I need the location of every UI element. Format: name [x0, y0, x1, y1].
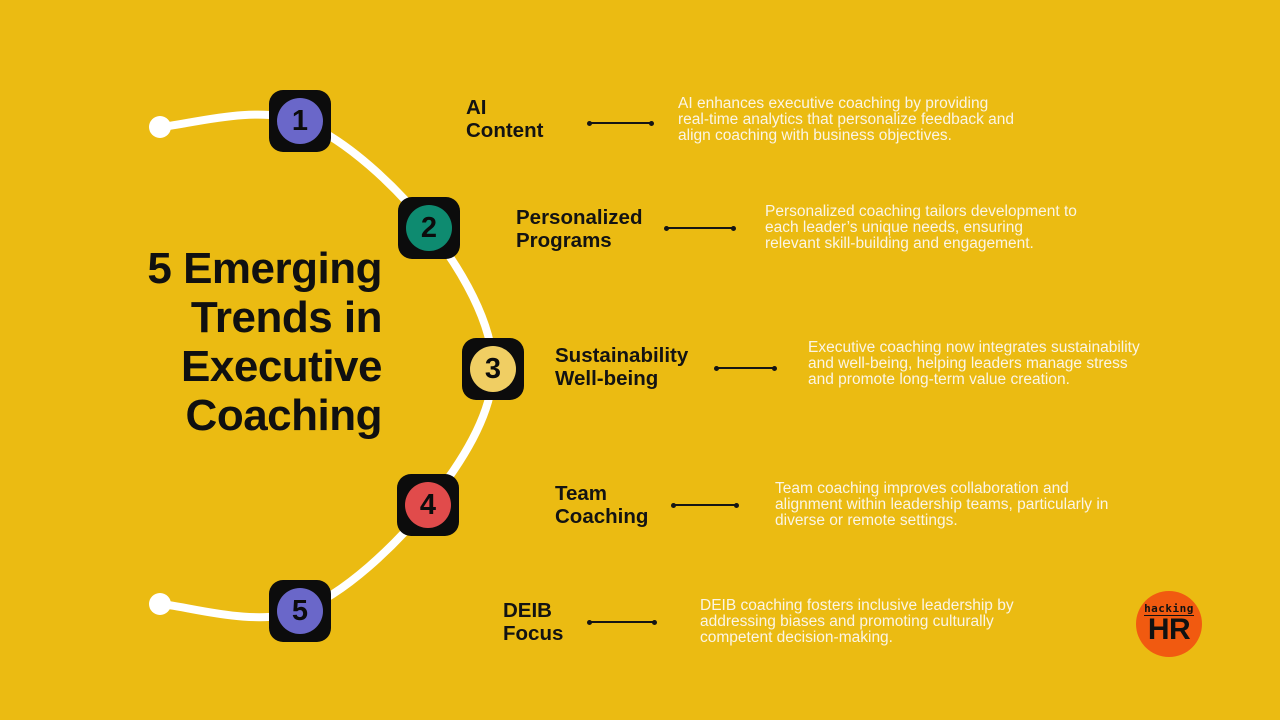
trend-1-title: AI Content [466, 96, 544, 142]
trend-1-description: AI enhances executive coaching by provid… [678, 95, 1015, 144]
trend-1-badge: 1 [269, 90, 331, 152]
trend-5-description: DEIB coaching fosters inclusive leadersh… [700, 597, 1014, 646]
trend-2-badge: 2 [398, 197, 460, 259]
trend-2-description: Personalized coaching tailors developmen… [765, 203, 1077, 252]
trend-5-badge: 5 [269, 580, 331, 642]
trend-3-badge: 3 [462, 338, 524, 400]
trend-5-badge-circle: 5 [277, 588, 323, 634]
trend-2-title: Personalized Programs [516, 206, 643, 252]
trend-2-connector-line [664, 225, 736, 231]
trend-1-badge-circle: 1 [277, 98, 323, 144]
trend-4-badge-circle: 4 [405, 482, 451, 528]
logo-text-hacking: hacking [1144, 602, 1194, 617]
trend-3-description: Executive coaching now integrates sustai… [808, 339, 1140, 388]
trend-2-number: 2 [420, 211, 438, 244]
trend-3-title: Sustainability Well-being [555, 344, 689, 390]
hacking-hr-logo: hacking HR [1136, 591, 1202, 657]
trend-4-badge: 4 [397, 474, 459, 536]
trend-2-badge-circle: 2 [406, 205, 452, 251]
trend-5-connector-line [587, 619, 657, 625]
arc-endpoint-dot-top [149, 116, 171, 138]
trend-4-connector-line [671, 502, 739, 508]
logo-text-hr: HR [1147, 613, 1191, 647]
trend-1-number: 1 [291, 104, 309, 137]
arc-endpoint-dot-bottom [149, 593, 171, 615]
main-title: 5 Emerging Trends in Executive Coaching [147, 244, 382, 440]
trend-1-connector-line [587, 120, 654, 126]
trend-5-title: DEIB Focus [503, 599, 564, 645]
trend-4-title: Team Coaching [555, 482, 649, 528]
trend-3-number: 3 [484, 352, 502, 385]
trend-5-number: 5 [291, 594, 309, 627]
trend-3-connector-line [714, 365, 777, 371]
trend-3-badge-circle: 3 [470, 346, 516, 392]
trend-4-description: Team coaching improves collaboration and… [775, 480, 1109, 529]
trend-4-number: 4 [419, 488, 437, 521]
